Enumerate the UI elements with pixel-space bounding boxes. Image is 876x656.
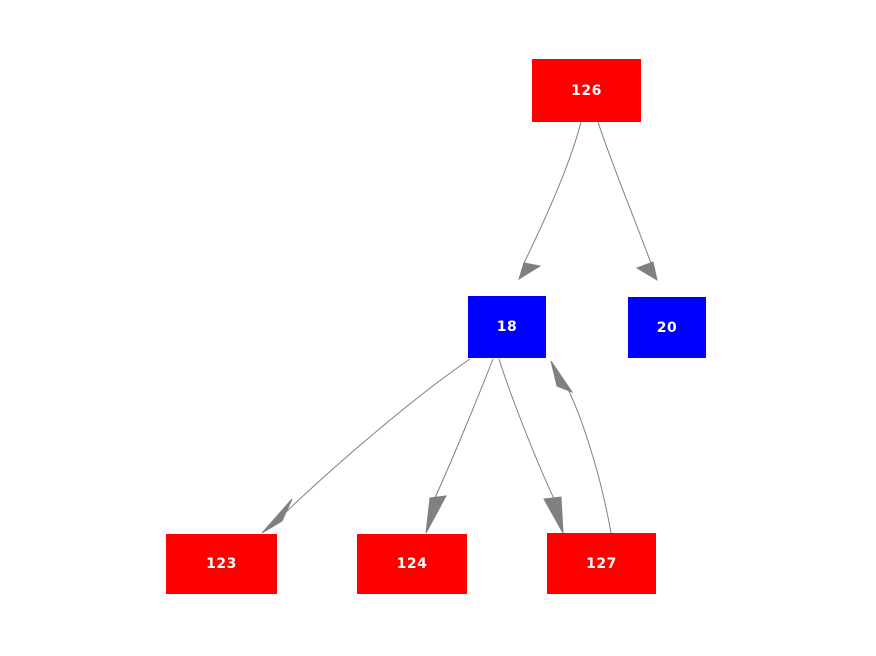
arrowhead-icon [425, 495, 447, 534]
graph-node-127[interactable]: 127 [547, 533, 656, 594]
edge-126-to-20 [597, 121, 658, 282]
node-label: 18 [496, 319, 518, 335]
edge-line [433, 358, 494, 501]
edge-line [498, 358, 557, 504]
node-label: 20 [656, 319, 678, 336]
arrowhead-icon [518, 262, 542, 281]
edge-18-to-123 [261, 358, 471, 534]
graph-node-18[interactable]: 18 [468, 296, 546, 358]
node-label: 127 [586, 555, 617, 572]
graph-node-126[interactable]: 126 [532, 59, 641, 122]
node-label: 124 [396, 556, 428, 572]
edge-line [522, 121, 582, 266]
edge-line [561, 377, 612, 534]
arrowhead-icon [543, 496, 564, 534]
edge-line [285, 358, 471, 513]
graph-node-123[interactable]: 123 [166, 534, 277, 594]
edge-18-to-124 [425, 358, 494, 534]
graph-node-124[interactable]: 124 [357, 534, 467, 594]
arrowhead-icon [261, 498, 293, 534]
arrowhead-icon [550, 360, 574, 394]
arrowhead-icon [635, 261, 658, 282]
graph-node-20[interactable]: 20 [628, 297, 706, 358]
node-label: 123 [206, 556, 237, 572]
node-label: 126 [571, 82, 602, 99]
edge-18-to-127 [498, 358, 564, 534]
edge-127-to-18 [550, 360, 612, 534]
edge-126-to-18 [518, 121, 582, 281]
edge-line [597, 121, 653, 267]
